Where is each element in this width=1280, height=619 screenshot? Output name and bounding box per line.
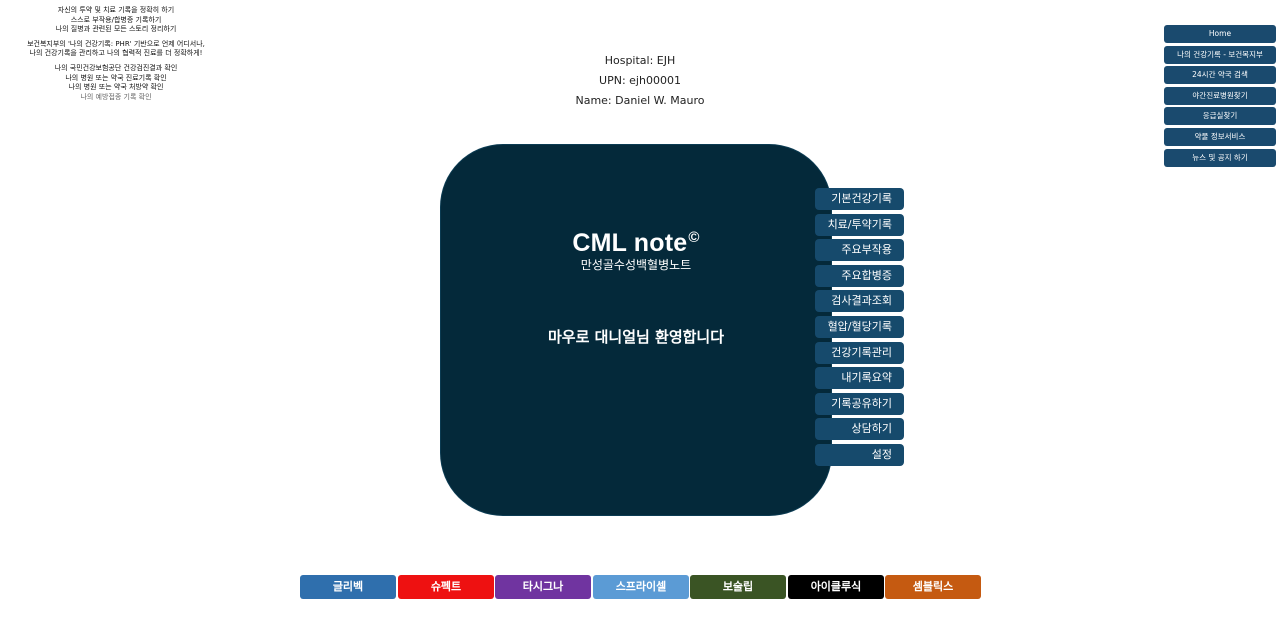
menu-share-record[interactable]: 기록공유하기 [815,392,904,415]
hospital-label: Hospital: EJH [604,54,676,67]
brand: CML note© 만성골수성백혈병노트 [441,223,831,273]
copyright-mark: © [688,229,700,246]
menu-consult[interactable]: 상담하기 [815,418,904,441]
drug-supect-button[interactable]: 슈펙트 [398,575,494,599]
main-card: CML note© 만성골수성백혈병노트 마우로 대니얼님 환영합니다 [441,145,831,515]
menu-side-effects[interactable]: 주요부작용 [815,239,904,262]
nav-night-hospital-button[interactable]: 야간진료병원찾기 [1164,86,1276,105]
nav-home-button[interactable]: Home [1164,25,1276,43]
intro-group-phr: 보건복지부의 '나의 건강기록: PHR' 기반으로 언제 어디서나, 나의 건… [0,40,232,59]
menu-complications[interactable]: 주요합병증 [815,264,904,287]
intro-line: 나의 예방접종 기록 확인 [80,92,152,101]
welcome-message: 마우로 대니얼님 환영합니다 [547,328,725,346]
drug-iclusig-button[interactable]: 아이클루식 [788,575,884,599]
intro-line: 나의 질병과 관련된 모든 스토리 정리하기 [55,25,177,34]
patient-info: Hospital: EJH UPN: ejh00001 Name: Daniel… [540,51,740,111]
nav-news-button[interactable]: 뉴스 및 공지 하기 [1164,148,1276,167]
menu-settings[interactable]: 설정 [815,443,904,466]
intro-line: 스스로 부작용/합병증 기록하기 [70,15,162,24]
drug-scemblix-button[interactable]: 셈블릭스 [885,575,981,599]
drug-glivec-button[interactable]: 글리벡 [300,575,396,599]
intro-line: 나의 건강기록을 관리하고 나의 협력적 진료를 더 정확하게! [29,49,203,58]
intro-line: 나의 국민건강보험공단 건강검진결과 확인 [54,63,178,72]
upn-label: UPN: ejh00001 [599,74,681,87]
menu-record-summary[interactable]: 내기록요약 [815,367,904,390]
patient-name-label: Name: Daniel W. Mauro [575,94,705,107]
nav-emergency-room-button[interactable]: 응급실찾기 [1164,107,1276,126]
top-nav: Home 나의 건강기록 - 보건복지부 24시간 약국 검색 야간진료병원찾기… [1164,25,1276,169]
menu-blood-pressure-sugar[interactable]: 혈압/혈당기록 [815,315,904,338]
intro-line: 나의 병원 또는 약국 진료기록 확인 [65,73,167,82]
drug-buttons: 글리벡 슈펙트 타시그나 스프라이셀 보술립 아이클루식 셈블릭스 [300,575,984,599]
nav-phr-button[interactable]: 나의 건강기록 - 보건복지부 [1164,45,1276,64]
intro-line: 보건복지부의 '나의 건강기록: PHR' 기반으로 언제 어디서나, [27,39,205,48]
app-title: CML note© [441,223,831,258]
menu-test-results[interactable]: 검사결과조회 [815,290,904,313]
nav-pharmacy-search-button[interactable]: 24시간 약국 검색 [1164,66,1276,85]
intro-group-record: 자신의 투약 및 치료 기록을 정확히 하기 스스로 부작용/합병증 기록하기 … [0,6,232,35]
intro-line: 자신의 투약 및 치료 기록을 정확히 하기 [57,6,175,14]
app-subtitle: 만성골수성백혈병노트 [580,258,692,272]
nav-drug-info-button[interactable]: 약물 정보서비스 [1164,127,1276,146]
drug-bosulif-button[interactable]: 보술립 [690,575,786,599]
menu-treatment-record[interactable]: 치료/투약기록 [815,213,904,236]
drug-tasigna-button[interactable]: 타시그나 [495,575,591,599]
side-menu: 기본건강기록 치료/투약기록 주요부작용 주요합병증 검사결과조회 혈압/혈당기… [815,188,904,470]
intro-line: 나의 병원 또는 약국 처방약 확인 [68,83,164,92]
menu-health-record-manage[interactable]: 건강기록관리 [815,341,904,364]
menu-basic-health-record[interactable]: 기본건강기록 [815,188,904,210]
intro-group-check: 나의 국민건강보험공단 건강검진결과 확인 나의 병원 또는 약국 진료기록 확… [0,64,232,102]
drug-sprycel-button[interactable]: 스프라이셀 [593,575,689,599]
intro-text: 자신의 투약 및 치료 기록을 정확히 하기 스스로 부작용/합병증 기록하기 … [0,6,232,107]
app-name: CML note [572,229,688,257]
